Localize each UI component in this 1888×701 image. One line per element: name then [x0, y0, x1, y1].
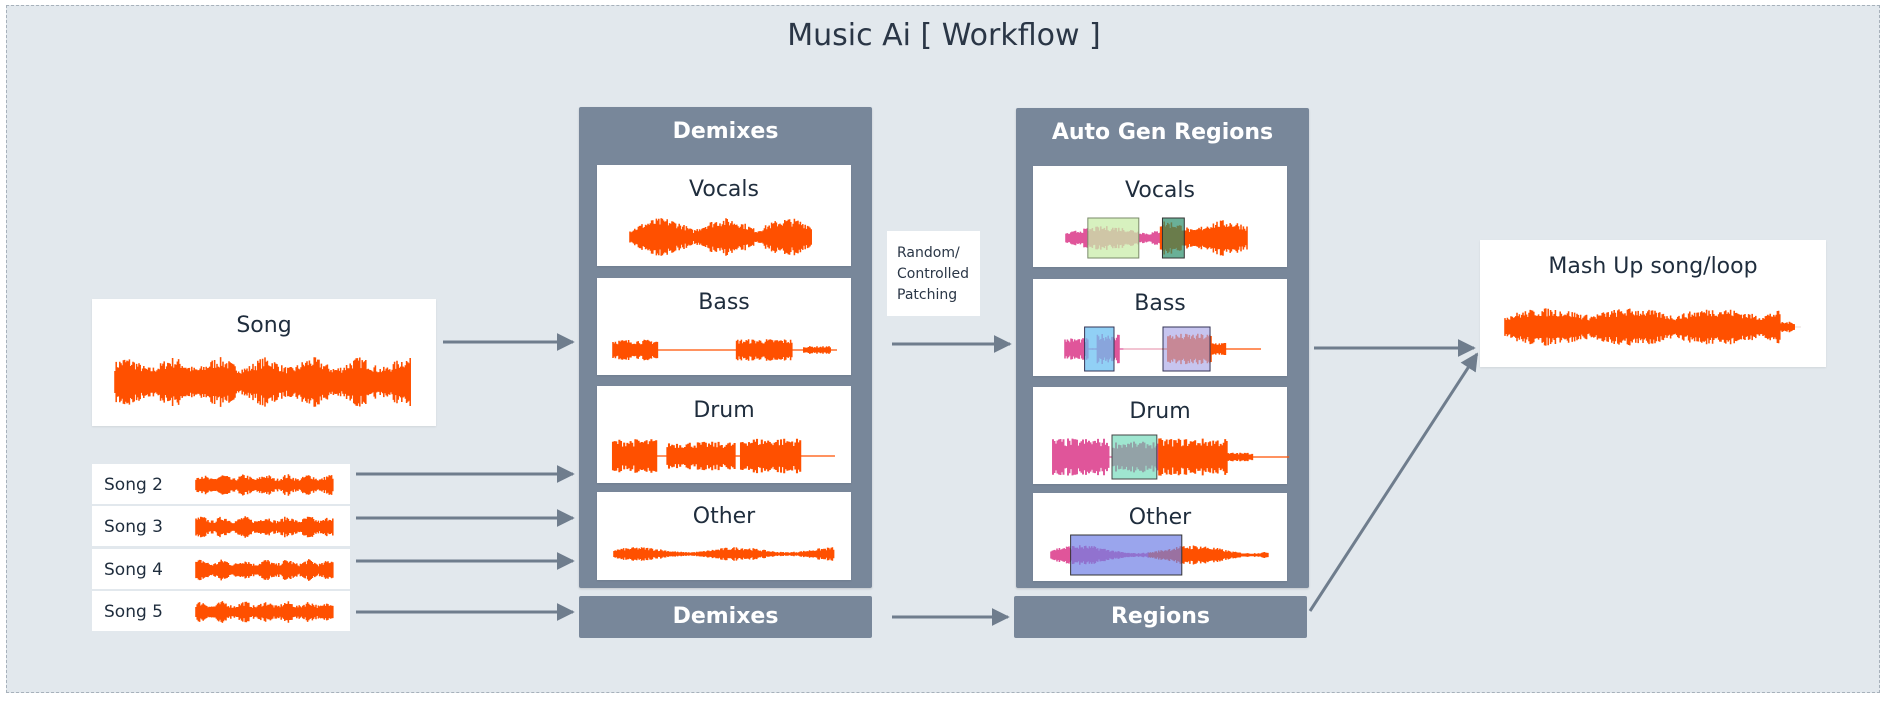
demix-drum-waveform: [611, 438, 835, 474]
song-5-label: Song 5: [104, 602, 163, 622]
song-5-waveform: [195, 601, 334, 623]
mashup-card: Mash Up song/loop: [1480, 240, 1826, 367]
mashup-waveform: [1504, 308, 1801, 346]
region-other-card: Other: [1033, 493, 1287, 581]
song-label: Song: [236, 313, 292, 338]
patching-note-line-2: Controlled: [897, 266, 969, 282]
region-drum-waveform: [1052, 434, 1290, 480]
patching-note: Random/ Controlled Patching: [887, 231, 980, 316]
song-2-label: Song 2: [104, 475, 163, 495]
patching-note-line-3: Patching: [897, 287, 958, 303]
mashup-label: Mash Up song/loop: [1548, 254, 1758, 279]
demixes-panel: Demixes Vocals Bass Drum Other: [579, 107, 872, 588]
region-bass-card: Bass: [1033, 279, 1287, 376]
song-2-row: Song 2: [92, 464, 350, 504]
song-3-row: Song 3: [92, 506, 350, 546]
demix-drum-label: Drum: [693, 398, 755, 423]
song-3-waveform: [195, 516, 334, 538]
region-vocals-card: Vocals: [1033, 166, 1287, 267]
region-bass-waveform: [1064, 326, 1261, 372]
arrow-regions-bar-to-mashup: [1308, 352, 1479, 612]
demix-bass-label: Bass: [698, 290, 750, 315]
song-5-row: Song 5: [92, 591, 350, 631]
demix-vocals-waveform: [629, 218, 812, 256]
region-vocals-waveform: [1065, 217, 1248, 259]
song-2-waveform: [195, 474, 334, 496]
demix-drum-card: Drum: [597, 386, 851, 483]
song-4-waveform: [195, 559, 334, 581]
demix-vocals-card: Vocals: [597, 165, 851, 266]
region-other-waveform: [1050, 534, 1269, 576]
patching-note-line-1: Random/: [897, 245, 960, 261]
regions-panel: Auto Gen Regions Vocals Bass Drum Other: [1016, 108, 1309, 588]
song-3-label: Song 3: [104, 517, 163, 537]
regions-panel-title: Auto Gen Regions: [1051, 120, 1274, 145]
song-4-row: Song 4: [92, 549, 350, 589]
page-title: Music Ai [ Workflow ]: [787, 18, 1101, 53]
demix-bass-waveform: [612, 339, 837, 361]
demix-other-card: Other: [597, 492, 851, 580]
demixes-bar: Demixes: [579, 596, 872, 638]
demixes-panel-title: Demixes: [672, 119, 779, 144]
demix-other-waveform: [613, 547, 835, 561]
song-4-label: Song 4: [104, 560, 163, 580]
region-vocals-label: Vocals: [1125, 178, 1195, 203]
region-other-label: Other: [1128, 505, 1192, 530]
song-card: Song: [92, 299, 436, 426]
demix-other-label: Other: [692, 504, 756, 529]
song-waveform: [114, 357, 411, 407]
demix-vocals-label: Vocals: [689, 177, 759, 202]
demix-bass-card: Bass: [597, 278, 851, 375]
region-bass-label: Bass: [1134, 291, 1186, 316]
region-drum-card: Drum: [1033, 387, 1290, 484]
region-drum-label: Drum: [1129, 399, 1191, 424]
regions-bar: Regions: [1014, 596, 1307, 638]
